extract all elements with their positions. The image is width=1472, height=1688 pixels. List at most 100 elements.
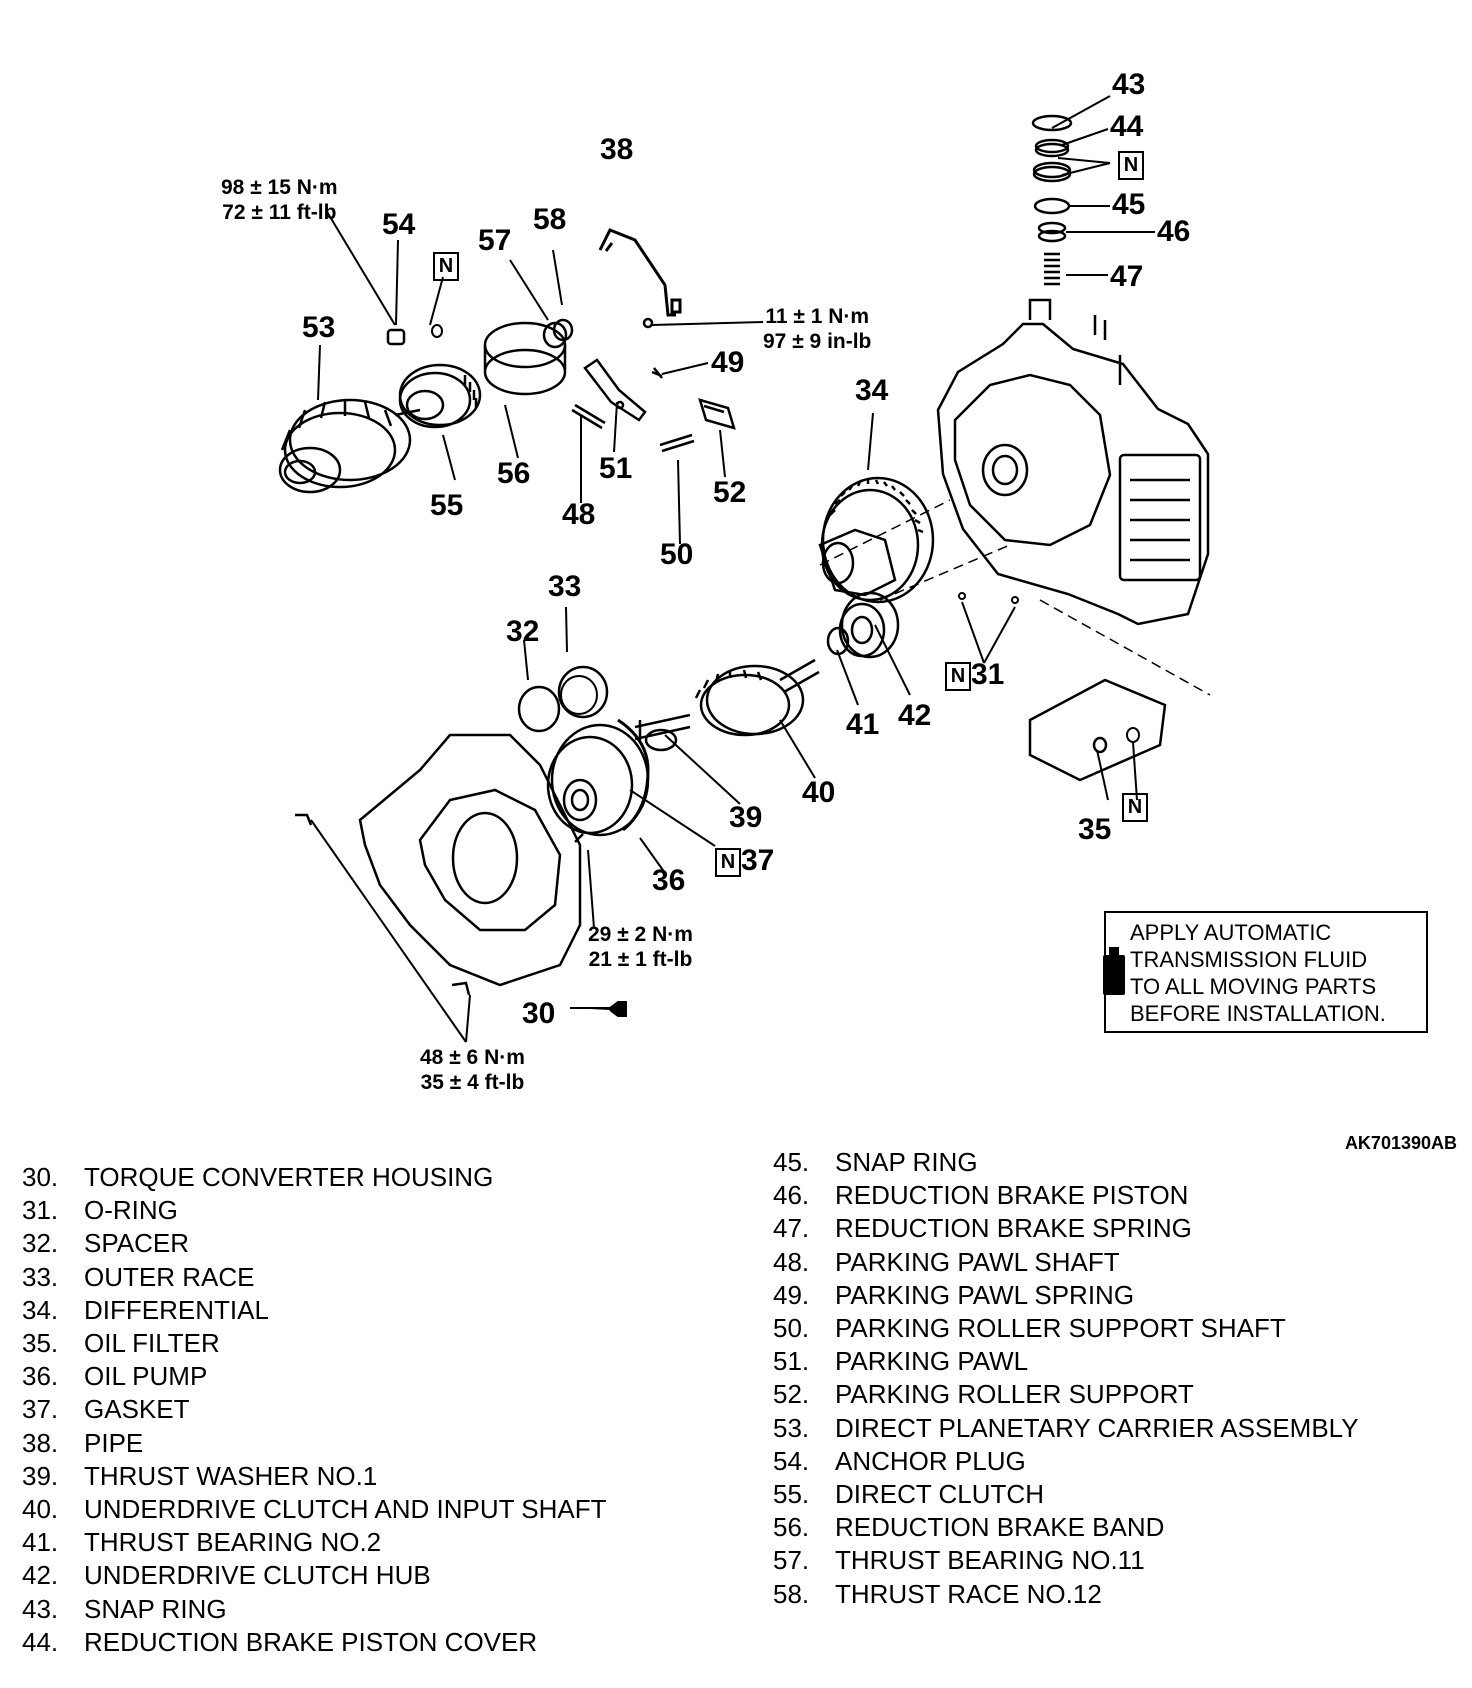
figure-code: AK701390AB (1344, 1133, 1457, 1153)
legend-item: 53. DIRECT PLANETARY CARRIER ASSEMBLY (773, 1413, 1359, 1443)
callout-49: 49 (711, 346, 745, 379)
legend-item-name: SNAP RING (835, 1147, 978, 1177)
legend-item: 42. UNDERDRIVE CLUTCH HUB (22, 1560, 431, 1590)
callout-48: 48 (562, 498, 596, 531)
callout-51: 51 (599, 452, 633, 485)
small-bolt-drawing (642, 317, 663, 379)
legend-item-name: REDUCTION BRAKE PISTON (835, 1180, 1189, 1211)
legend-item-name: UNDERDRIVE CLUTCH AND INPUT SHAFT (84, 1494, 607, 1524)
legend-item-name: GASKET (84, 1394, 190, 1425)
legend-item-name: PARKING ROLLER SUPPORT SHAFT (835, 1313, 1286, 1343)
legend-item-number: 56. (773, 1512, 810, 1543)
callout-58: 58 (533, 203, 567, 236)
callout-55: 55 (430, 489, 464, 522)
callout-40: 40 (802, 776, 836, 809)
legend-item: 45. SNAP RING (773, 1147, 978, 1177)
callout-34: 34 (855, 374, 889, 407)
legend-item-name: OIL PUMP (84, 1361, 208, 1392)
legend-item-number: 33. (22, 1261, 59, 1292)
legend-item-name: THRUST WASHER NO.1 (84, 1460, 378, 1491)
legend-item-number: 51. (773, 1346, 810, 1377)
legend-item-name: PARKING PAWL SPRING (835, 1279, 1135, 1310)
legend-item: 58.THRUST RACE NO.12 (773, 1579, 1102, 1609)
anchor-plug-drawing (386, 328, 406, 346)
legend-item: 39. THRUST WASHER NO.1 (22, 1461, 377, 1491)
legend-item: 46.REDUCTION BRAKE PISTON (773, 1180, 1188, 1210)
direct-clutch-drawing (398, 363, 482, 429)
legend-item: 52.PARKING ROLLER SUPPORT (773, 1379, 1194, 1409)
legend-item-number: 53. (773, 1412, 810, 1443)
planetary-carrier-drawing (278, 398, 421, 494)
legend-item-name: THRUST BEARING NO.11 (835, 1545, 1145, 1576)
callout-44: 44 (1110, 110, 1144, 143)
new-part-marker-35: N (1122, 793, 1148, 822)
legend-item: 50.PARKING ROLLER SUPPORT SHAFT (773, 1313, 1286, 1343)
sealant-tube-icon (570, 1001, 627, 1017)
legend-item-number: 41. (22, 1527, 59, 1558)
legend-item: 49. PARKING PAWL SPRING (773, 1280, 1134, 1310)
legend-item-number: 35. (22, 1328, 59, 1358)
legend-item-name: SPACER (84, 1228, 189, 1259)
legend-item-number: 44. (22, 1626, 59, 1657)
legend-item-name: THRUST RACE NO.12 (835, 1578, 1102, 1609)
legend-item-number: 31. (22, 1195, 59, 1226)
legend-item-name: UNDERDRIVE CLUTCH HUB (84, 1560, 431, 1591)
legend-item-name: PARKING PAWL (835, 1346, 1029, 1377)
callout-54: 54 (382, 208, 416, 241)
legend-item-name: O-RING (84, 1195, 178, 1226)
new-part-marker: N (715, 847, 741, 877)
legend-item-number: 45. (773, 1147, 810, 1177)
legend-item-name: REDUCTION BRAKE PISTON COVER (84, 1626, 538, 1657)
note-line: APPLY AUTOMATIC (1130, 920, 1332, 945)
input-shaft-drawing (634, 658, 820, 741)
legend-item-name: DIRECT PLANETARY CARRIER ASSEMBLY (835, 1412, 1359, 1443)
legend-item-number: 38. (22, 1427, 59, 1458)
callout-46: 46 (1157, 215, 1191, 248)
legend-item-name: PIPE (84, 1427, 144, 1458)
differential-drawing (818, 476, 935, 604)
callout-33: 33 (548, 570, 582, 603)
legend-item: 48.PARKING PAWL SHAFT (773, 1247, 1120, 1277)
legend-item: 51. PARKING PAWL (773, 1346, 1028, 1376)
legend-item-number: 39. (22, 1460, 59, 1491)
legend-item-number: 42. (22, 1560, 59, 1591)
legend-item-number: 34. (22, 1294, 59, 1325)
thrust-bearing-drawing (826, 626, 850, 656)
legend-item: 34.DIFFERENTIAL (22, 1295, 269, 1325)
pump-bolt-drawing (574, 833, 584, 843)
callout-56: 56 (497, 457, 531, 490)
parking-pawl-drawing (583, 358, 647, 422)
callout-41: 41 (846, 708, 880, 741)
transmission-case-drawing (936, 298, 1210, 626)
pipe-drawing (598, 228, 682, 317)
outer-race-drawing (557, 665, 609, 719)
legend-item-number: 49. (773, 1279, 810, 1310)
legend-item-name: PARKING PAWL SHAFT (835, 1246, 1120, 1277)
legend-item: 57.THRUST BEARING NO.11 (773, 1545, 1145, 1575)
callout-45: 45 (1112, 188, 1146, 221)
legend-item-number: 36. (22, 1361, 59, 1392)
new-part-marker: N (945, 661, 971, 691)
legend-item: 44. REDUCTION BRAKE PISTON COVER (22, 1627, 537, 1657)
housing-bolt-drawing (451, 981, 471, 996)
legend-item-number: 52. (773, 1379, 810, 1410)
legend-item-number: 54. (773, 1445, 810, 1476)
legend-item-number: 32. (22, 1228, 59, 1259)
legend-item-number: 40. (22, 1494, 59, 1524)
reduction-brake-stack-drawing (1031, 114, 1073, 286)
legend-item: 32. SPACER (22, 1228, 189, 1258)
legend-item: 33.OUTER RACE (22, 1262, 254, 1292)
callout-35: 35 (1078, 813, 1112, 846)
callout-38: 38 (600, 133, 634, 166)
legend-item-name: REDUCTION BRAKE BAND (835, 1512, 1165, 1543)
converter-housing-drawing (358, 733, 582, 987)
o-ring-drawing (958, 592, 966, 600)
legend-item-name: DIRECT CLUTCH (835, 1479, 1044, 1509)
callout-52: 52 (713, 476, 747, 509)
legend-item-name: REDUCTION BRAKE SPRING (835, 1213, 1192, 1244)
legend-item: 38. PIPE (22, 1428, 143, 1458)
underdrive-hub-drawing (838, 591, 900, 659)
brake-band-drawing (483, 321, 567, 396)
